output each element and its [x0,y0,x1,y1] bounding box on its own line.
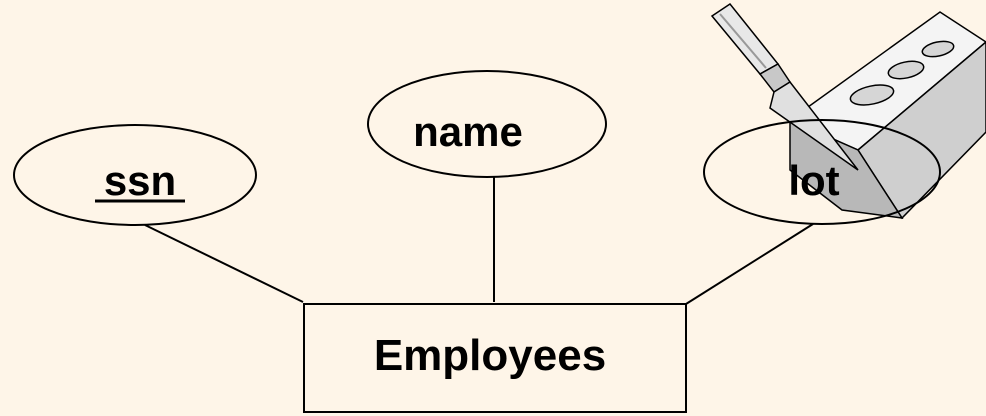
lot-connector [685,223,814,305]
ssn-label: ssn [104,157,176,204]
lot-attribute [703,119,941,225]
lot-label: lot [788,157,839,204]
ssn-attribute [13,124,257,226]
employees-entity [303,303,687,413]
ssn-connector [144,224,304,303]
name-label: name [413,108,523,155]
employees-label: Employees [374,331,606,380]
name-attribute [367,70,607,178]
brick-and-trowel-icon [710,2,986,220]
